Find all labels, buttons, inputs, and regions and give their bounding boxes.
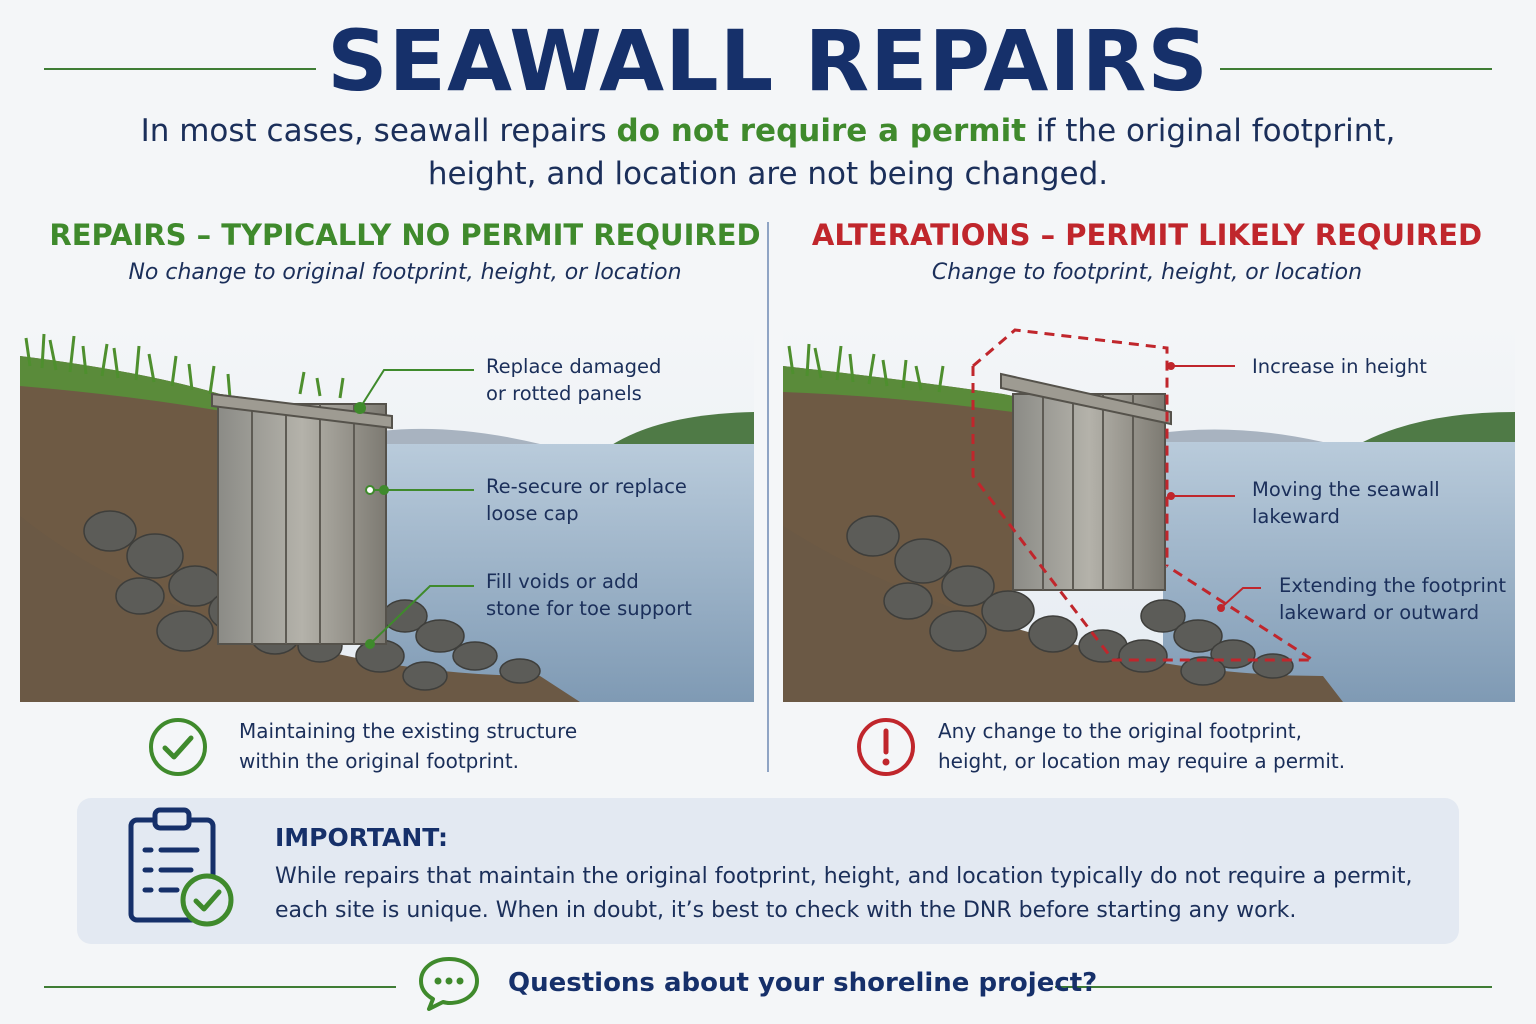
alterations-note: Any change to the original footprint, he… — [938, 716, 1345, 776]
important-panel — [77, 798, 1459, 944]
callout-line: Extending the footprint — [1279, 574, 1506, 597]
callout-line: Fill voids or add — [486, 570, 639, 593]
page-title: SEAWALL REPAIRS — [327, 12, 1209, 110]
chat-bubble-icon — [417, 955, 481, 1011]
callout-line: lakeward or outward — [1279, 601, 1480, 624]
callout-line: Replace damaged — [486, 355, 662, 378]
intro-highlight: do not require a permit — [616, 113, 1027, 149]
note-line: height, or location may require a permit… — [938, 749, 1346, 773]
column-divider — [767, 222, 769, 772]
callout-line: Moving the seawall — [1252, 478, 1440, 501]
exclamation-circle-icon — [855, 716, 917, 778]
title-rule-left — [44, 68, 316, 70]
clipboard-check-icon — [125, 806, 237, 928]
callout-line: lakeward — [1252, 505, 1340, 528]
footer-question: Questions about your shoreline project? — [508, 968, 1098, 998]
callout-replace-panels: Replace damaged or rotted panels — [486, 353, 661, 407]
title-rule-right — [1220, 68, 1492, 70]
note-line: Any change to the original footprint, — [938, 719, 1302, 743]
intro-text-start: In most cases, seawall repairs — [140, 113, 617, 149]
footer-rule-right — [1055, 986, 1492, 988]
alterations-heading: ALTERATIONS – PERMIT LIKELY REQUIRED — [811, 218, 1483, 252]
repairs-illustration — [20, 316, 754, 702]
callout-secure-cap: Re-secure or replace loose cap — [486, 473, 687, 527]
callout-moving-lakeward: Moving the seawall lakeward — [1252, 476, 1440, 530]
callout-line: Increase in height — [1252, 355, 1427, 378]
note-line: Maintaining the existing structure — [239, 719, 578, 743]
alterations-subheading: Change to footprint, height, or location — [931, 260, 1363, 285]
repairs-note: Maintaining the existing structure withi… — [239, 716, 577, 776]
callout-line: stone for toe support — [486, 597, 692, 620]
repairs-heading: REPAIRS – TYPICALLY NO PERMIT REQUIRED — [49, 218, 761, 252]
callout-increase-height: Increase in height — [1252, 353, 1427, 380]
intro-text: In most cases, seawall repairs do not re… — [130, 110, 1406, 196]
important-body: While repairs that maintain the original… — [275, 864, 1413, 923]
check-circle-icon — [147, 716, 209, 778]
note-line: within the original footprint. — [239, 749, 520, 773]
callout-line: loose cap — [486, 502, 579, 525]
important-title: IMPORTANT: — [275, 823, 448, 852]
repairs-subheading: No change to original footprint, height,… — [128, 260, 682, 285]
callout-line: Re-secure or replace — [486, 475, 687, 498]
callout-extending-footprint: Extending the footprint lakeward or outw… — [1279, 572, 1506, 626]
footer-rule-left — [44, 986, 396, 988]
intro-text-end: if the original footprint, height, and l… — [427, 113, 1396, 192]
callout-line: or rotted panels — [486, 382, 642, 405]
callout-fill-voids: Fill voids or add stone for toe support — [486, 568, 692, 622]
alterations-illustration — [783, 316, 1515, 702]
